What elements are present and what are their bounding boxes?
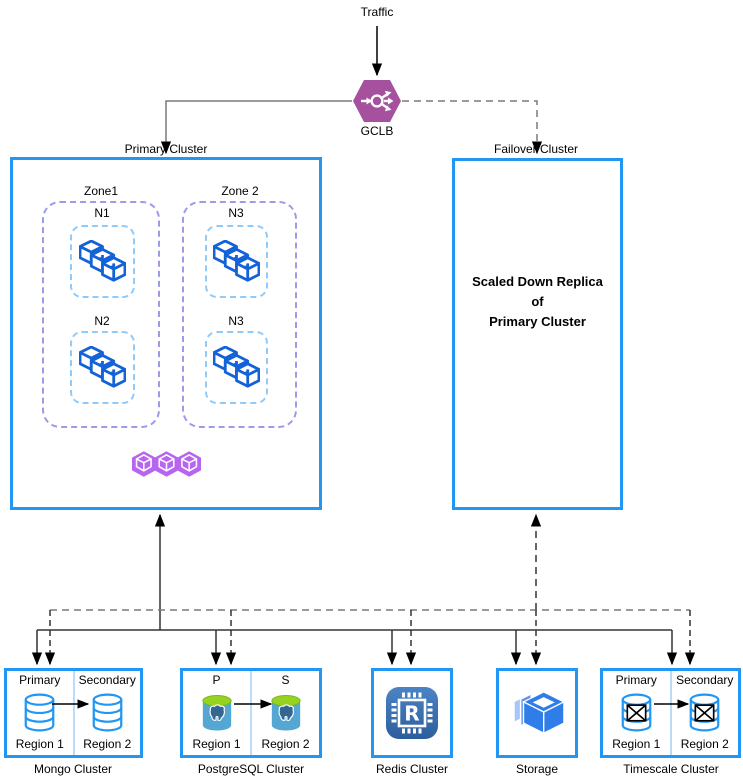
gclb-label: GCLB (360, 124, 394, 138)
postgres-secondary-cell: S Region 2 (250, 671, 319, 755)
timescale-db-icon (621, 693, 652, 732)
pods-cubes-icon (213, 346, 260, 388)
failover-cluster-box (452, 158, 623, 510)
node-n3a-box (205, 225, 268, 298)
mongo-primary-cell: Primary Region 1 (7, 671, 73, 755)
failover-cluster-text: Scaled Down Replica of Primary Cluster (452, 272, 623, 332)
postgres-region1-label: Region 1 (192, 737, 241, 751)
pods-cubes-icon (79, 346, 126, 388)
node-n1-label: N1 (94, 206, 110, 220)
timescale-primary-header: Primary (615, 673, 657, 687)
timescale-region1-label: Region 1 (612, 737, 661, 751)
primary-cluster-box (10, 157, 322, 510)
storage-box (496, 668, 578, 758)
mongo-primary-header: Primary (19, 673, 61, 687)
zone2-label: Zone 2 (221, 184, 259, 198)
gke-cluster-hexcubes-icon (132, 451, 201, 477)
postgresql-db-icon (201, 694, 232, 730)
failover-text-line2: of (531, 294, 544, 309)
postgres-primary-cell: P Region 1 (183, 671, 250, 755)
node-n2-box (70, 331, 135, 404)
failover-text-line3: Primary Cluster (489, 314, 586, 329)
node-n3a-label: N3 (228, 206, 244, 220)
redis-cluster-box: R (371, 668, 453, 758)
timescale-region2-label: Region 2 (680, 737, 729, 751)
timescale-secondary-cell: Secondary Region 2 (669, 671, 739, 755)
failover-text-line1: Scaled Down Replica (472, 274, 603, 289)
pods-cubes-icon (79, 240, 126, 282)
redis-cluster-title: Redis Cluster (375, 762, 449, 776)
mongo-region1-label: Region 1 (15, 737, 64, 751)
failover-cluster-title: Failover Cluster (493, 142, 579, 156)
gclb-load-balancer-icon (353, 80, 401, 122)
node-n1-box (70, 225, 135, 298)
mongo-cluster-box: Primary Region 1 Secondary (4, 668, 143, 758)
zone2-box (182, 201, 297, 428)
redis-icon-letter: R (404, 702, 419, 726)
traffic-label: Traffic (360, 5, 394, 19)
postgres-primary-header: P (212, 673, 221, 687)
mongo-region2-label: Region 2 (83, 737, 132, 751)
timescale-db-icon (689, 693, 720, 732)
timescale-primary-cell: Primary Region 1 (603, 671, 670, 755)
primary-cluster-title: Primary Cluster (124, 142, 208, 156)
storage-title: Storage (515, 762, 559, 776)
mongo-secondary-header: Secondary (78, 673, 136, 687)
zone1-label: Zone1 (83, 184, 119, 198)
timescale-secondary-header: Secondary (676, 673, 734, 687)
postgres-region2-label: Region 2 (261, 737, 310, 751)
redis-chip-icon: R (386, 687, 438, 739)
mongo-db-icon (92, 693, 123, 732)
mongo-cluster-title: Mongo Cluster (33, 762, 113, 776)
storage-layers-icon (513, 691, 566, 735)
postgresql-db-icon (270, 694, 301, 730)
pods-cubes-icon (213, 240, 260, 282)
mongo-secondary-cell: Secondary Region 2 (72, 671, 141, 755)
postgres-cluster-box: P Region 1 S Region 2 (180, 668, 322, 758)
postgres-cluster-title: PostgreSQL Cluster (197, 762, 305, 776)
zone1-box (42, 201, 160, 428)
mongo-db-icon (24, 693, 55, 732)
node-n2-label: N2 (94, 314, 110, 328)
timescale-cluster-title: Timescale Cluster (623, 762, 719, 776)
node-n3b-label: N3 (228, 314, 244, 328)
timescale-cluster-box: Primary Region 1 Secondary (600, 668, 741, 758)
node-n3b-box (205, 331, 268, 404)
postgres-secondary-header: S (281, 673, 290, 687)
